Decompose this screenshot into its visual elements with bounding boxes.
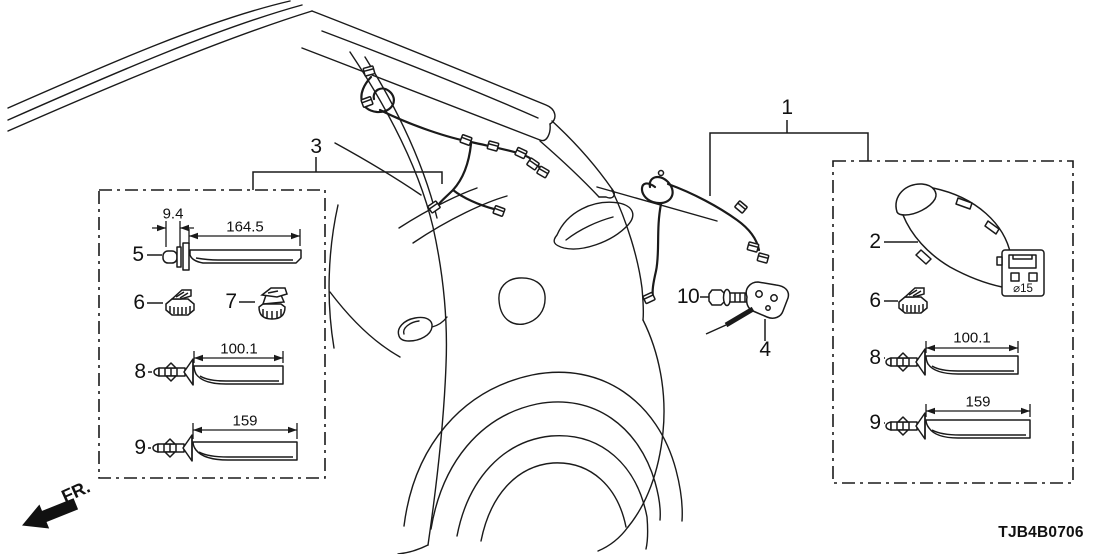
- callout-1[interactable]: 1: [781, 96, 793, 119]
- callout-bracket-1: [709, 120, 869, 196]
- dimension-clip9-left-label: 159: [232, 412, 258, 430]
- clip-6-right-drawing: [884, 287, 928, 314]
- left-parts-box: [98, 189, 326, 479]
- right-parts-box: [832, 160, 1074, 484]
- callout-2[interactable]: 2: [869, 230, 881, 253]
- front-direction-arrow: [22, 498, 79, 529]
- part-code: TJB4B0706: [998, 524, 1084, 541]
- bracket-4-drawing: [705, 281, 790, 341]
- callout-bracket-3: [252, 157, 443, 190]
- callout-6-left[interactable]: 6: [133, 291, 145, 314]
- grommet-2-drawing: [884, 183, 1045, 297]
- clip-5-drawing: [147, 242, 302, 271]
- clip-9-left-drawing: [148, 434, 298, 462]
- dimension-clip5-head-label: 9.4: [162, 205, 184, 223]
- dimension-clip5-head: [152, 221, 194, 247]
- clip-8-right-drawing: [884, 348, 1019, 376]
- middle-harness-drawing: [640, 175, 761, 299]
- clip-6-left-drawing: [147, 289, 195, 316]
- dimension-clip5-strap-label: 164.5: [226, 218, 264, 236]
- clip-9-right-drawing: [884, 412, 1031, 440]
- clip-8-left-drawing: [148, 358, 284, 386]
- vehicle-outline: [7, 0, 718, 554]
- clip-7-drawing: [239, 287, 288, 320]
- callout-8-left[interactable]: 8: [134, 360, 146, 383]
- callout-5[interactable]: 5: [132, 243, 144, 266]
- callout-8-right[interactable]: 8: [869, 346, 881, 369]
- tailgate-harness-connectors: [360, 65, 551, 218]
- bolt-10-drawing: [700, 288, 756, 307]
- callout-6-right[interactable]: 6: [869, 289, 881, 312]
- callout-9-right[interactable]: 9: [869, 411, 881, 434]
- callout-4[interactable]: 4: [759, 338, 771, 361]
- dimension-clip8-left-label: 100.1: [220, 340, 258, 358]
- dimension-clip9-right-label: 159: [965, 393, 991, 411]
- callout-9-left[interactable]: 9: [134, 436, 146, 459]
- grommet-diameter-label: ⌀15: [1013, 283, 1033, 295]
- callout-7[interactable]: 7: [225, 290, 237, 313]
- dimension-clip8-left: [193, 351, 284, 363]
- middle-harness-connectors: [642, 169, 770, 305]
- dimension-clip5-strap: [188, 229, 301, 246]
- dimension-clip8-right: [925, 341, 1019, 353]
- dimension-clip9-left: [192, 423, 298, 439]
- callout-3[interactable]: 3: [310, 135, 322, 158]
- dimension-clip9-right: [925, 404, 1031, 417]
- dimension-clip8-right-label: 100.1: [953, 329, 991, 347]
- callout-10[interactable]: 10: [676, 285, 700, 308]
